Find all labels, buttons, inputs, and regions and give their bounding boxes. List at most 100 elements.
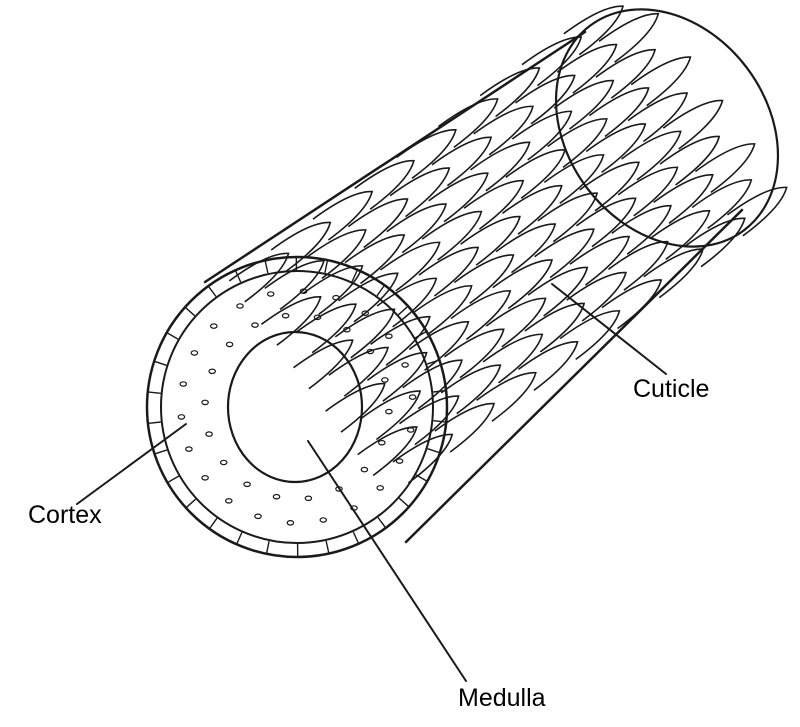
cuticle-scale [411,285,473,335]
cuticle-scale [440,364,502,415]
cortex-leader-line [76,423,187,505]
cuticle-scale [408,320,470,371]
cuticle-tick [377,517,386,528]
cuticle-scale [444,328,505,379]
pigment-granule [319,517,328,523]
cuticle-scale [588,87,650,138]
cuticle-scale [389,167,451,218]
pigment-granule [201,474,209,481]
cuticle-scale [543,154,605,204]
cuticle-scale [569,235,631,286]
cuticle-scale [270,221,332,272]
cuticle-tick [426,359,439,365]
cuticle-tick [352,531,359,544]
cuticle-scale [601,279,663,330]
cuticle-scale [260,295,322,346]
cuticle-scale [460,215,521,266]
pigment-granule [401,362,409,368]
cuticle-scale [694,143,756,194]
cuticle-tick [186,498,197,508]
cuticle-tick [148,421,161,424]
cuticle-scale [347,198,409,249]
cuticle-scale [386,203,448,254]
pigment-granule [360,466,369,473]
shaft-bottom-edge [404,208,744,544]
pigment-granule [236,303,244,309]
cuticle-tick [167,332,179,340]
cuticle-tick [376,285,385,297]
cuticle-leader-line [551,283,667,375]
pigment-granule [361,310,370,317]
pigment-granule [343,326,351,333]
pigment-granule [254,513,262,520]
cuticle-scale [492,259,554,310]
pigment-granule [304,495,313,502]
pigment-granule [225,341,234,348]
pigment-granule [251,322,259,328]
cuticle-scale [566,271,627,322]
pigment-granule [205,431,213,437]
cuticle-tick [427,448,440,454]
pigment-granule [190,350,199,356]
cuticle-scale [434,402,496,453]
cuticle-scale [630,56,692,107]
pigment-granule [377,439,386,446]
cuticle-scale [228,252,290,303]
cuticle-scales [228,5,788,484]
cuticle-tick [155,449,168,455]
cuticle-scale [547,118,608,169]
shaft-top-edge [203,30,587,284]
cuticle-scale [473,105,534,156]
cuticle-scale [334,308,396,359]
cuticle-scale [515,74,576,125]
cuticle-tick [324,260,328,274]
cuticle-tick [415,474,427,482]
cuticle-scale [575,197,637,248]
cuticle-tick [209,517,218,529]
cuticle-scale [653,173,714,224]
cortex-label: Cortex [28,501,102,529]
cuticle-scale [662,99,724,150]
cuticle-scale [421,210,483,261]
cuticle-scale [485,297,547,348]
cuticle-tick [351,270,358,282]
cuticle-scale [611,204,672,255]
cuticle-scale [621,130,682,181]
cuticle-scale [476,371,537,422]
cuticle-scale [360,390,422,441]
pigment-granule [286,519,295,526]
cuticle-scale [534,228,595,279]
cuticle-scale [402,359,463,410]
cuticle-scale [643,248,705,299]
cuticle-scale [585,123,647,174]
cuticle-scale [296,303,357,354]
pigment-granule [313,314,322,321]
cuticle-tick [167,475,180,483]
pigment-granule [210,323,218,329]
pigment-granule [208,368,217,375]
cuticle-scale [556,43,618,94]
cuticle-tick [266,540,270,554]
cuticle-tick [208,286,217,297]
pigment-granule [408,394,417,400]
cuticle-scale [479,67,541,118]
cuticle-scale [379,241,441,292]
cuticle-scale [726,186,788,237]
cuticle-scale [370,315,431,366]
cuticle-scale [399,395,460,446]
cuticle-scale [264,259,325,310]
pigment-granule [281,312,290,319]
pigment-granule [179,381,188,387]
cuticle-scale [649,209,711,260]
cuticle-scale [537,192,599,243]
cuticle-scale [553,79,615,130]
cuticle-scale [691,179,753,230]
cuticle-ring-ticks [148,257,446,557]
pigment-granule [406,427,415,433]
cuticle-scale [482,333,544,384]
cuticle-scale [595,48,657,99]
cuticle-scale [431,136,493,187]
pigment-granule [272,493,281,500]
cortex-boundary [160,270,434,544]
cuticle-tick [433,390,446,393]
